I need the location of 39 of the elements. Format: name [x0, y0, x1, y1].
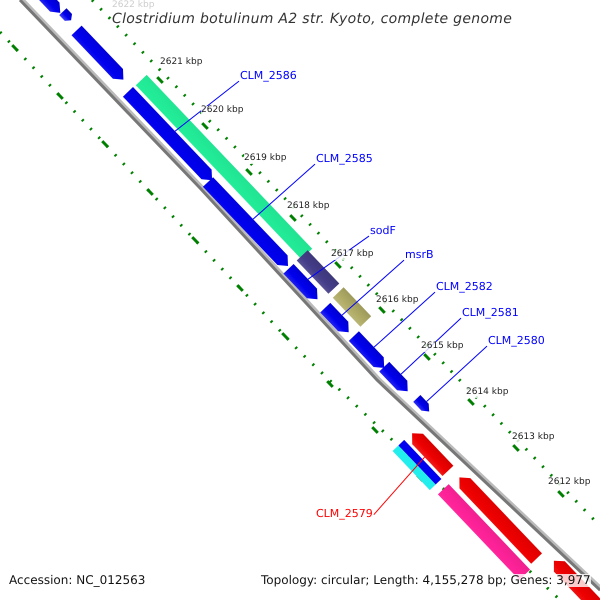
tick-label: 2619 kbp	[244, 154, 286, 164]
leader-line	[342, 260, 404, 316]
gene-feature	[72, 26, 124, 80]
gene-feature	[412, 433, 454, 476]
accession-text: Accession: NC_012563	[9, 574, 146, 588]
gene-label: CLM_2579	[316, 508, 373, 520]
tick-label: 2615 kbp	[421, 342, 464, 352]
gene-feature	[202, 177, 288, 266]
tick-label: 2620 kbp	[201, 106, 244, 116]
gene-feature	[413, 395, 430, 412]
leader-line	[252, 164, 316, 220]
gene-label: sodF	[370, 225, 396, 238]
gene-feature	[283, 264, 318, 300]
gene-feature	[59, 8, 72, 21]
gene-feature	[348, 331, 384, 368]
gene-label: CLM_2581	[462, 307, 519, 320]
tick-label: 2621 kbp	[160, 58, 202, 68]
map-title: Clostridium botulinum A2 str. Kyoto, complete genome	[112, 12, 512, 28]
gene-feature	[320, 302, 349, 332]
genome-summary-text: Topology: circular; Length: 4,155,278 bp; Genes: 3,977	[261, 574, 591, 588]
leader-line	[373, 456, 426, 516]
tick-label: 2612 kbp	[548, 478, 590, 488]
feature-bar	[332, 287, 372, 327]
tick-label: 2616 kbp	[376, 296, 418, 306]
tick-label: 2618 kbp	[287, 202, 330, 212]
leader-line	[426, 346, 488, 402]
gene-label: CLM_2585	[316, 153, 373, 166]
gene-label: CLM_2586	[240, 70, 297, 82]
tick-label: 2614 kbp	[466, 388, 508, 398]
tick-label: 2617 kbp	[331, 250, 374, 260]
feature-bar	[392, 440, 442, 490]
gene-label: CLM_2582	[436, 281, 493, 294]
tick-label: 2613 kbp	[512, 433, 554, 443]
leader-line	[374, 292, 436, 348]
gene-feature	[379, 362, 408, 392]
gene-feature	[459, 477, 542, 564]
gene-label: msrB	[405, 249, 434, 262]
gene-label: CLM_2580	[488, 335, 545, 348]
leader-line	[174, 80, 240, 132]
